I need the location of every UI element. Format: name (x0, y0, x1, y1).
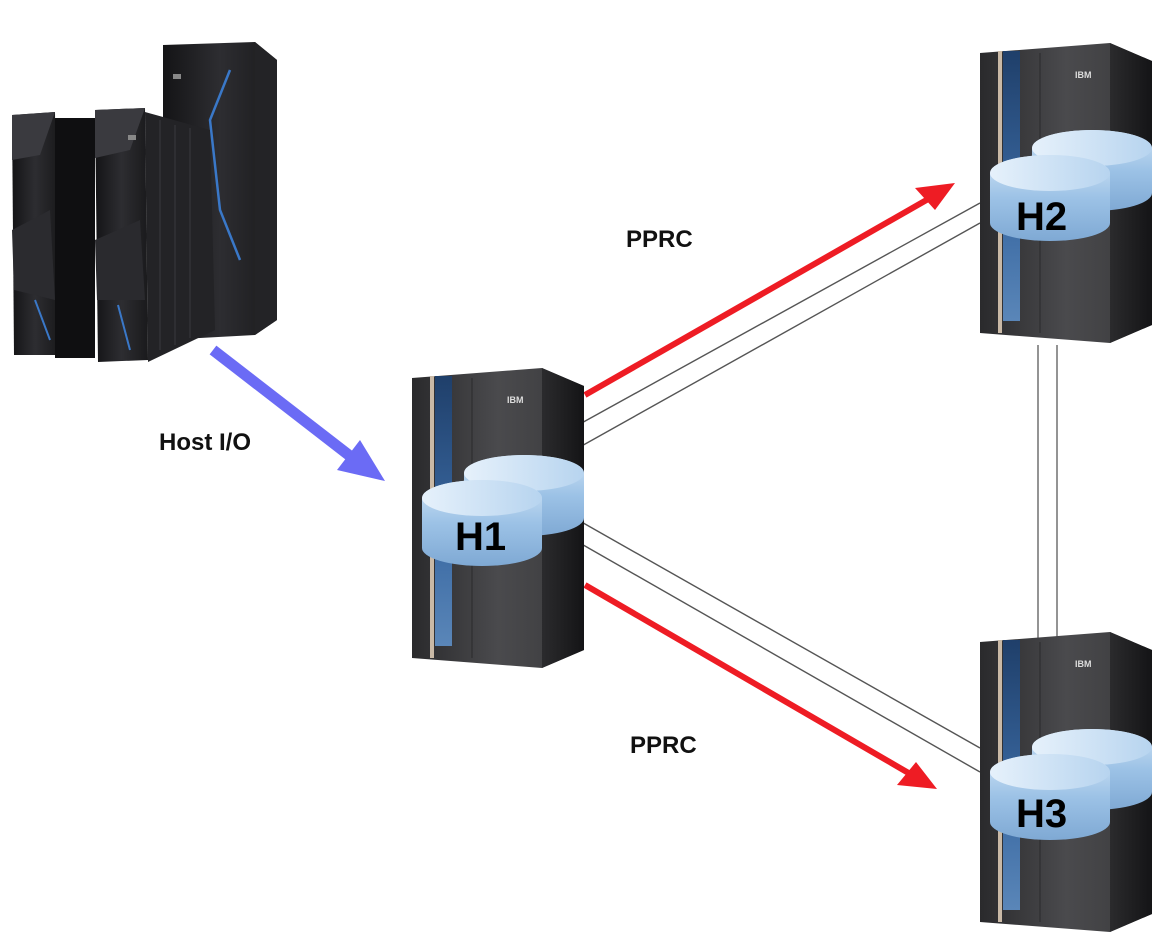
pprc-arrow-h1-h3 (583, 582, 937, 789)
storage-server-h2: IBM H2 (980, 43, 1152, 343)
pprc-arrow-h1-h2 (583, 183, 955, 398)
disk-stack-icon (990, 729, 1152, 840)
storage-label: H2 (1016, 195, 1067, 239)
host-io-arrow (209, 345, 385, 481)
storage-label: H3 (1016, 792, 1067, 836)
pprc-label-lower: PPRC (630, 732, 697, 759)
links-h1-h2 (577, 202, 981, 449)
brand-logo: IBM (1075, 70, 1092, 80)
disk-stack-icon (422, 455, 584, 566)
host-io-label: Host I/O (159, 429, 251, 456)
links-h1-h3 (577, 519, 981, 773)
brand-logo: IBM (1075, 659, 1092, 669)
storage-label: H1 (455, 515, 506, 559)
mainframe-icon (12, 42, 277, 362)
disk-stack-icon (990, 130, 1152, 241)
brand-logo: IBM (507, 395, 524, 405)
pprc-label-upper: PPRC (626, 226, 693, 253)
storage-server-h1: IBM H1 (412, 368, 584, 668)
links-h2-h3 (1037, 345, 1058, 640)
storage-server-h3: IBM H3 (980, 632, 1152, 932)
